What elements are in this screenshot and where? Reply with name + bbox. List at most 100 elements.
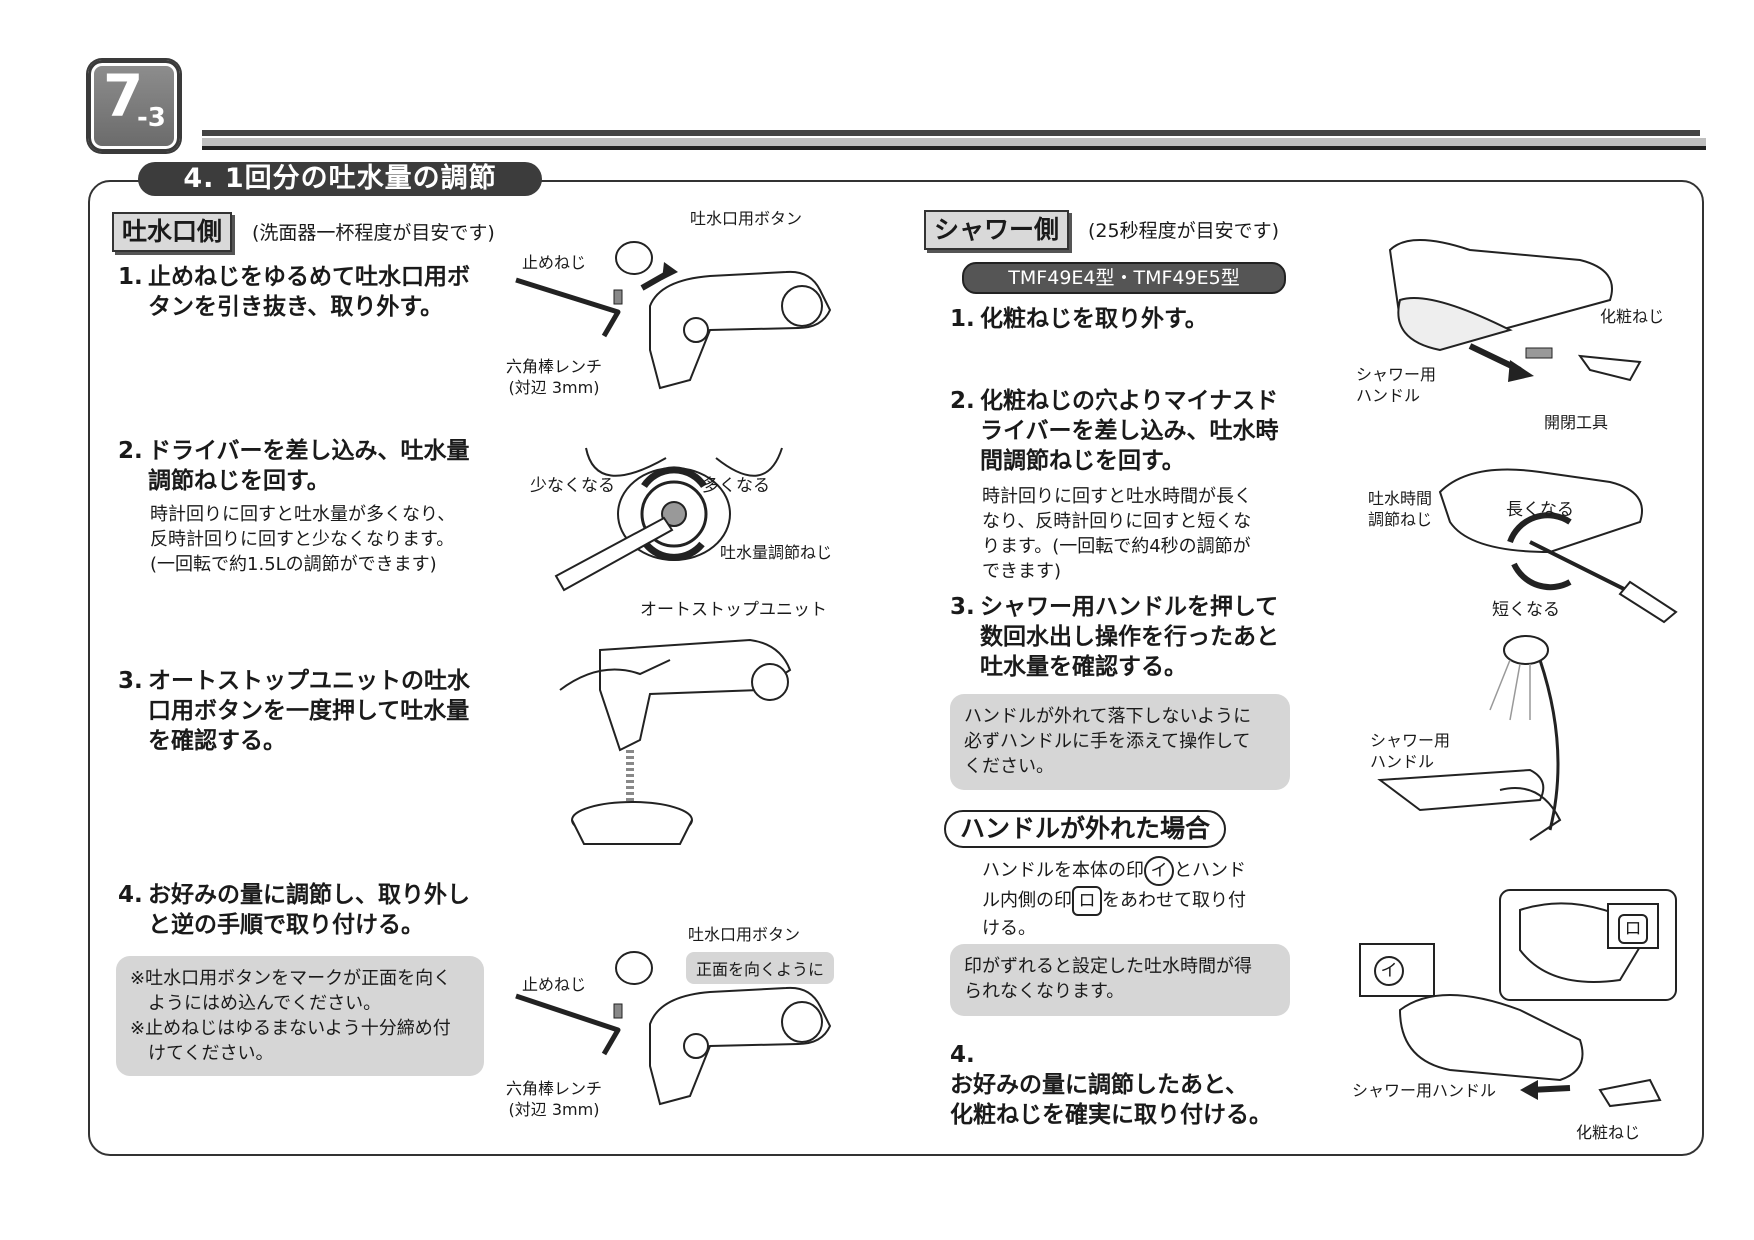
- step-number: 3.: [118, 668, 143, 694]
- step-number: 1.: [118, 264, 143, 290]
- mark-ro-icon: ロ: [1072, 886, 1102, 916]
- step-number: 4.: [950, 1042, 975, 1068]
- detail-line: ります。(一回転で約4秒の調節が: [982, 536, 1251, 557]
- callout-line: ハンドル: [1356, 386, 1421, 405]
- step-line: タンを引き抜き、取り外す。: [148, 294, 444, 320]
- handle-detached-text: ハンドルを本体の印イとハンド ル内側の印ロをあわせて取り付 ける。: [982, 856, 1298, 941]
- left-step-2-detail: 時計回りに回すと吐水量が多くなり、 反時計回りに回すと少なくなります。 (一回転…: [150, 502, 510, 577]
- left-heading: 吐水口側: [112, 212, 233, 252]
- step-line: シャワー用ハンドルを押して: [980, 594, 1279, 620]
- right-caution-note-2: 印がずれると設定した吐水時間が得 られなくなります。: [950, 944, 1290, 1016]
- faucet-install-illustration: [515, 951, 832, 1106]
- chapter-number: 7: [103, 62, 144, 130]
- mark-i-icon: イ: [1144, 856, 1174, 886]
- detail-line: できます): [982, 561, 1062, 582]
- handle-text-part: ハンドルを本体の印: [982, 860, 1144, 881]
- detail-line: 時計回りに回すと吐水量が多くなり、: [150, 504, 456, 525]
- right-step-4: 4.お好みの量に調節したあと、化粧ねじを確実に取り付ける。: [950, 1040, 1300, 1130]
- callout-cosmetic-screw-1: 化粧ねじ: [1600, 307, 1665, 326]
- callout-line: 調節ねじ: [1368, 510, 1433, 529]
- step-line: 口用ボタンを一度押して吐水量: [148, 698, 470, 724]
- step-line: オートストップユニットの吐水: [148, 668, 470, 694]
- left-step-4: 4.お好みの量に調節し、取り外しと逆の手順で取り付ける。: [118, 880, 498, 940]
- faucet-removal-illustration-1: [515, 241, 832, 390]
- step-line: ライバーを差し込み、吐水時: [980, 418, 1279, 444]
- shower-handle-removal-illustration: [1388, 239, 1642, 382]
- callout-longer: 長くなる: [1506, 500, 1574, 520]
- callout-button-2: 吐水口用ボタン: [688, 925, 801, 944]
- step-line: を確認する。: [148, 728, 286, 754]
- callout-opener-tool: 開閉工具: [1544, 413, 1609, 432]
- detail-line: 反時計回りに回すと少なくなります。: [150, 529, 455, 550]
- step-line: 数回水出し操作を行ったあと: [980, 624, 1279, 650]
- detail-line: なり、反時計回りに回すと短くな: [982, 511, 1252, 532]
- callout-line: (対辺 3mm): [508, 378, 600, 397]
- handle-text-part: とハンド: [1174, 860, 1246, 881]
- note-line: けてください。: [148, 1043, 274, 1064]
- callout-button-1: 吐水口用ボタン: [690, 209, 803, 228]
- callout-line: シャワー用: [1370, 731, 1451, 750]
- autostop-push-illustration: [559, 638, 792, 845]
- step-number: 2.: [950, 388, 975, 414]
- left-caution-note: ※吐水口用ボタンをマークが正面を向く ようにはめ込んでください。 ※止めねじはゆ…: [116, 956, 484, 1076]
- note-line: ※止めねじはゆるまないよう十分締め付: [130, 1018, 451, 1039]
- left-step-3: 3.オートストップユニットの吐水口用ボタンを一度押して吐水量を確認する。: [118, 666, 498, 756]
- right-step-2: 2.化粧ねじの穴よりマイナスドライバーを差し込み、吐水時間調節ねじを回す。: [950, 386, 1300, 476]
- note-line: ハンドルが外れて落下しないように: [964, 706, 1252, 727]
- left-step-1: 1.止めねじをゆるめて吐水口用ボタンを引き抜き、取り外す。: [118, 262, 498, 322]
- callout-screw-2: 止めねじ: [522, 975, 587, 994]
- callout-adjust-screw: 吐水量調節ねじ: [720, 543, 833, 562]
- chapter-subnumber: -3: [137, 103, 166, 133]
- alignment-mark-ro-icon: ロ: [1618, 914, 1648, 944]
- right-step-3: 3.シャワー用ハンドルを押して数回水出し操作を行ったあと吐水量を確認する。: [950, 592, 1300, 682]
- callout-shower-handle-1: シャワー用 ハンドル: [1356, 364, 1436, 406]
- note-line: ようにはめ込んでください。: [148, 993, 382, 1014]
- step-line: 調節ねじを回す。: [148, 468, 330, 494]
- callout-line: ハンドル: [1370, 752, 1435, 771]
- right-step-2-detail: 時計回りに回すと吐水時間が長く なり、反時計回りに回すと短くな ります。(一回転…: [982, 484, 1292, 584]
- step-line: 化粧ねじを取り外す。: [980, 306, 1208, 332]
- step-line: 止めねじをゆるめて吐水口用ボ: [148, 264, 470, 290]
- left-step-2: 2.ドライバーを差し込み、吐水量調節ねじを回す。: [118, 436, 498, 496]
- step-line: 化粧ねじの穴よりマイナスド: [980, 388, 1279, 414]
- header-rule-shadow: [202, 138, 1706, 150]
- left-heading-note: (洗面器一杯程度が目安です): [252, 222, 495, 244]
- content-frame: [88, 180, 1704, 1156]
- callout-face-front: 正面を向くように: [686, 952, 835, 984]
- right-heading-note: (25秒程度が目安です): [1088, 220, 1280, 242]
- callout-line: シャワー用: [1356, 365, 1437, 384]
- note-line: られなくなります。: [964, 981, 1125, 1002]
- time-adjust-illustration: [1438, 468, 1678, 624]
- step-line: お好みの量に調節し、取り外し: [148, 882, 470, 908]
- step-line: 間調節ねじを回す。: [980, 448, 1185, 474]
- callout-shower-handle-3: シャワー用ハンドル: [1352, 1081, 1497, 1100]
- callout-less: 少なくなる: [530, 476, 615, 496]
- section-title: 4. 1回分の吐水量の調節: [138, 162, 542, 196]
- callout-shower-handle-2: シャワー用 ハンドル: [1370, 730, 1450, 772]
- step-number: 2.: [118, 438, 143, 464]
- step-number: 3.: [950, 594, 975, 620]
- step-line: ドライバーを差し込み、吐水量: [148, 438, 470, 464]
- note-line: ※吐水口用ボタンをマークが正面を向く: [130, 968, 452, 989]
- callout-screw-1: 止めねじ: [522, 253, 587, 272]
- step-line: 吐水量を確認する。: [980, 654, 1187, 680]
- step-line: と逆の手順で取り付ける。: [148, 912, 424, 938]
- note-line: ください。: [964, 756, 1054, 777]
- handle-text-part: をあわせて取り付: [1102, 890, 1246, 911]
- step-number: 1.: [950, 306, 975, 332]
- handle-text-part: ける。: [982, 918, 1036, 939]
- callout-line: 吐水時間: [1368, 489, 1433, 508]
- right-heading: シャワー側: [924, 210, 1070, 250]
- adjust-screw-illustration: [554, 447, 783, 592]
- callout-line: 六角棒レンチ: [506, 357, 603, 376]
- note-line: 印がずれると設定した吐水時間が得: [964, 956, 1252, 977]
- right-step-1: 1.化粧ねじを取り外す。: [950, 304, 1300, 334]
- alignment-mark-i-icon: イ: [1374, 956, 1404, 986]
- handle-alignment-illustration: [1359, 889, 1677, 1108]
- callout-autostop: オートストップユニット: [640, 600, 827, 620]
- header-rule: [202, 130, 1700, 136]
- chapter-badge: 7 -3: [88, 60, 180, 152]
- callout-line: 六角棒レンチ: [506, 1079, 603, 1098]
- handle-text-part: ル内側の印: [982, 890, 1072, 911]
- callout-more: 多くなる: [702, 476, 770, 496]
